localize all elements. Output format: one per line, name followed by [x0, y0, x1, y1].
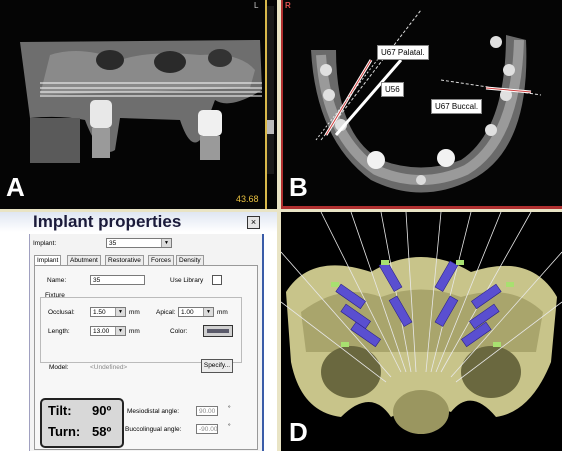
mesiodistal-degree: ° — [228, 405, 231, 412]
chevron-down-icon: ▼ — [115, 308, 125, 316]
color-swatch — [207, 329, 229, 333]
turn-value: 58º — [92, 424, 112, 439]
horizontal-divider — [0, 209, 562, 212]
specify-button[interactable]: Specify... — [201, 359, 233, 373]
panel-label-d: D — [289, 417, 308, 447]
tab-restorative[interactable]: Restorative — [105, 255, 144, 265]
model-label: Model: — [49, 364, 69, 371]
use-library-checkbox[interactable] — [212, 275, 222, 285]
buccolingual-label: Buccolingual angle: — [125, 426, 182, 433]
chevron-down-icon: ▼ — [115, 327, 125, 335]
close-button[interactable]: × — [247, 216, 260, 229]
panel-label-a: A — [6, 172, 25, 202]
implant-tag-u67-buccal: U67 Buccal. — [431, 99, 483, 114]
panel-label-c: C — [6, 417, 25, 447]
name-input[interactable]: 35 — [90, 275, 145, 285]
implant-tag-u67-palatal: U67 Palatal. — [377, 45, 429, 60]
panel-b-axial-view[interactable]: R U67 Palatal. U56 U67 Buccal. B — [281, 0, 562, 209]
implant-select-value: 35 — [109, 240, 117, 247]
orientation-left-letter: L — [254, 1, 259, 10]
mesiodistal-input[interactable]: 90.00 — [196, 406, 218, 416]
chevron-down-icon: ▼ — [203, 308, 213, 316]
length-select[interactable]: 13.00 ▼ — [90, 326, 126, 336]
buccolingual-input[interactable]: -90.00 — [196, 424, 218, 434]
tab-abutment[interactable]: Abutment — [67, 255, 101, 265]
slice-readout: 43.68 — [236, 194, 259, 204]
length-unit: mm — [129, 328, 140, 335]
color-picker-button[interactable] — [203, 325, 233, 337]
length-label: Length: — [48, 328, 70, 335]
apical-unit: mm — [217, 309, 228, 316]
orientation-right-letter: R — [285, 1, 291, 10]
tab-forces[interactable]: Forces — [148, 255, 174, 265]
implant-label: Implant: — [33, 240, 57, 247]
occlusal-value: 1.50 — [93, 309, 106, 316]
occlusal-unit: mm — [129, 309, 140, 316]
length-value: 13.00 — [93, 328, 110, 335]
occlusal-select[interactable]: 1.50 ▼ — [90, 307, 126, 317]
dialog-title: Implant properties — [33, 212, 182, 231]
panel-a-coronal-view[interactable]: L 43.68 A — [0, 0, 277, 209]
use-library-label: Use Library — [170, 277, 204, 284]
turn-label: Turn: — [48, 424, 81, 439]
fixture-groupbox — [40, 297, 242, 363]
panel-d-3d-view[interactable]: D — [281, 212, 562, 451]
name-label: Name: — [47, 277, 67, 284]
implant-properties-dialog[interactable]: Implant properties × Implant: 35 ▼ Impla… — [0, 212, 277, 451]
tilt-value: 90º — [92, 403, 112, 418]
occlusal-label: Occlusal: — [48, 309, 75, 316]
coronal-ct-image — [0, 0, 277, 209]
chevron-down-icon: ▼ — [161, 239, 171, 247]
axial-ct-image — [281, 0, 562, 209]
tilt-turn-readout: Tilt: 90º Turn: 58º — [40, 398, 124, 448]
implant-tag-u56: U56 — [381, 82, 404, 97]
tilt-label: Tilt: — [48, 403, 72, 418]
tab-density[interactable]: Density — [176, 255, 204, 265]
vertical-divider — [277, 0, 281, 451]
fixture-group-label: Fixture — [45, 292, 65, 299]
mesiodistal-label: Mesiodistal angle: — [127, 408, 180, 415]
apical-select[interactable]: 1.00 ▼ — [178, 307, 214, 317]
color-label: Color: — [170, 328, 188, 335]
model-value: <Undefined> — [90, 364, 128, 371]
panel-label-b: B — [289, 172, 308, 202]
3d-skull-rendering — [281, 212, 562, 451]
tab-implant[interactable]: Implant — [34, 255, 62, 266]
apical-label: Apical: — [156, 309, 176, 316]
apical-value: 1.00 — [181, 309, 194, 316]
buccolingual-degree: ° — [228, 423, 231, 430]
implant-select[interactable]: 35 ▼ — [106, 238, 172, 248]
